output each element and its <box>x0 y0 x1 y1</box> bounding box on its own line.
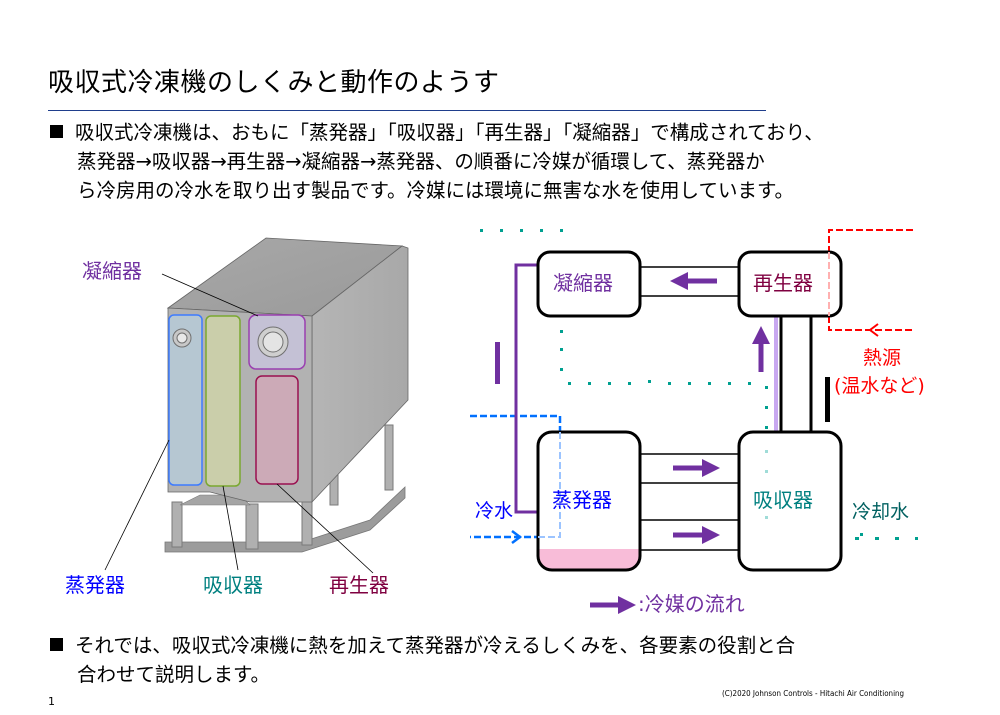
label-condenser: 凝縮器 <box>82 259 142 283</box>
condenser-leader-line <box>161 273 259 317</box>
label-heat-source-example: (温水など) <box>834 375 925 397</box>
title-divider <box>48 110 766 111</box>
refrigerant-marker <box>495 342 500 384</box>
refrigerant-liquid <box>538 549 640 570</box>
heat-source-arrow-icon <box>868 323 879 337</box>
absorber-box <box>737 430 843 572</box>
bullet-square-icon <box>50 125 63 138</box>
slide-title: 吸収式冷凍機のしくみと動作のようす <box>48 68 500 98</box>
flow-arrow-evaporator-to-absorber-upper <box>673 459 720 477</box>
bullet-square-icon <box>50 638 63 651</box>
label-generator: 再生器 <box>329 573 389 597</box>
flow-arrow-evaporator-to-absorber-lower <box>673 526 720 544</box>
copyright-notice: (C)2020 Johnson Controls - Hitachi Air C… <box>722 689 905 698</box>
evaporator-box <box>536 430 642 572</box>
outro-line-2: 合わせて説明します。 <box>77 663 271 686</box>
legend-label: :冷媒の流れ <box>638 592 745 616</box>
generator-leader-line <box>276 483 374 574</box>
label-chilled-water: 冷水 <box>475 500 513 522</box>
page-number: 1 <box>48 695 55 708</box>
valve-marker <box>825 377 830 422</box>
diagram-label-condenser: 凝縮器 <box>553 271 613 295</box>
intro-line-3: ら冷房用の冷水を取り出す製品です。冷媒には環境に無害な水を使用しています。 <box>77 179 795 202</box>
condenser-box <box>536 250 642 318</box>
label-cooling-water: 冷却水 <box>852 501 909 523</box>
intro-line-2: 蒸発器→吸収器→再生器→凝縮器→蒸発器、の順番に冷媒が循環して、蒸発器か <box>77 150 765 173</box>
diagram-label-generator: 再生器 <box>753 271 813 295</box>
label-evaporator: 蒸発器 <box>65 573 125 597</box>
legend: :冷媒の流れ <box>590 592 745 616</box>
outro-line-1: それでは、吸収式冷凍機に熱を加えて蒸発器が冷えるしくみを、各要素の役割と合 <box>50 631 795 660</box>
outro-paragraph: それでは、吸収式冷凍機に熱を加えて蒸発器が冷えるしくみを、各要素の役割と合 合わ… <box>50 631 795 689</box>
generator-highlight <box>255 375 299 485</box>
flow-diagram: 凝縮器 再生器 蒸発器 吸収器 冷水 冷却水 熱源 (温水など) :冷媒の流れ <box>470 229 925 616</box>
label-absorber: 吸収器 <box>203 573 263 597</box>
machine-illustration: 凝縮器 蒸発器 吸収器 再生器 <box>65 237 409 597</box>
flow-arrow-generator-to-condenser <box>670 272 717 290</box>
diagram-label-evaporator: 蒸発器 <box>552 488 612 512</box>
absorber-highlight <box>205 315 241 487</box>
evaporator-highlight <box>168 314 203 486</box>
intro-line-1: 吸収式冷凍機は、おもに「蒸発器」「吸収器」「再生器」「凝縮器」で構成されており、 <box>50 118 824 147</box>
generator-box <box>737 250 843 318</box>
chilled-water-arrow-icon <box>511 530 523 544</box>
label-heat-source: 熱源 <box>863 347 901 369</box>
intro-paragraph: 吸収式冷凍機は、おもに「蒸発器」「吸収器」「再生器」「凝縮器」で構成されており、… <box>50 118 824 205</box>
flow-arrow-absorber-to-generator <box>752 326 770 372</box>
refrigerant-return-line <box>514 263 540 514</box>
evaporator-leader-line <box>104 439 170 571</box>
absorber-leader-line <box>222 485 239 571</box>
diagram-label-absorber: 吸収器 <box>753 488 813 512</box>
